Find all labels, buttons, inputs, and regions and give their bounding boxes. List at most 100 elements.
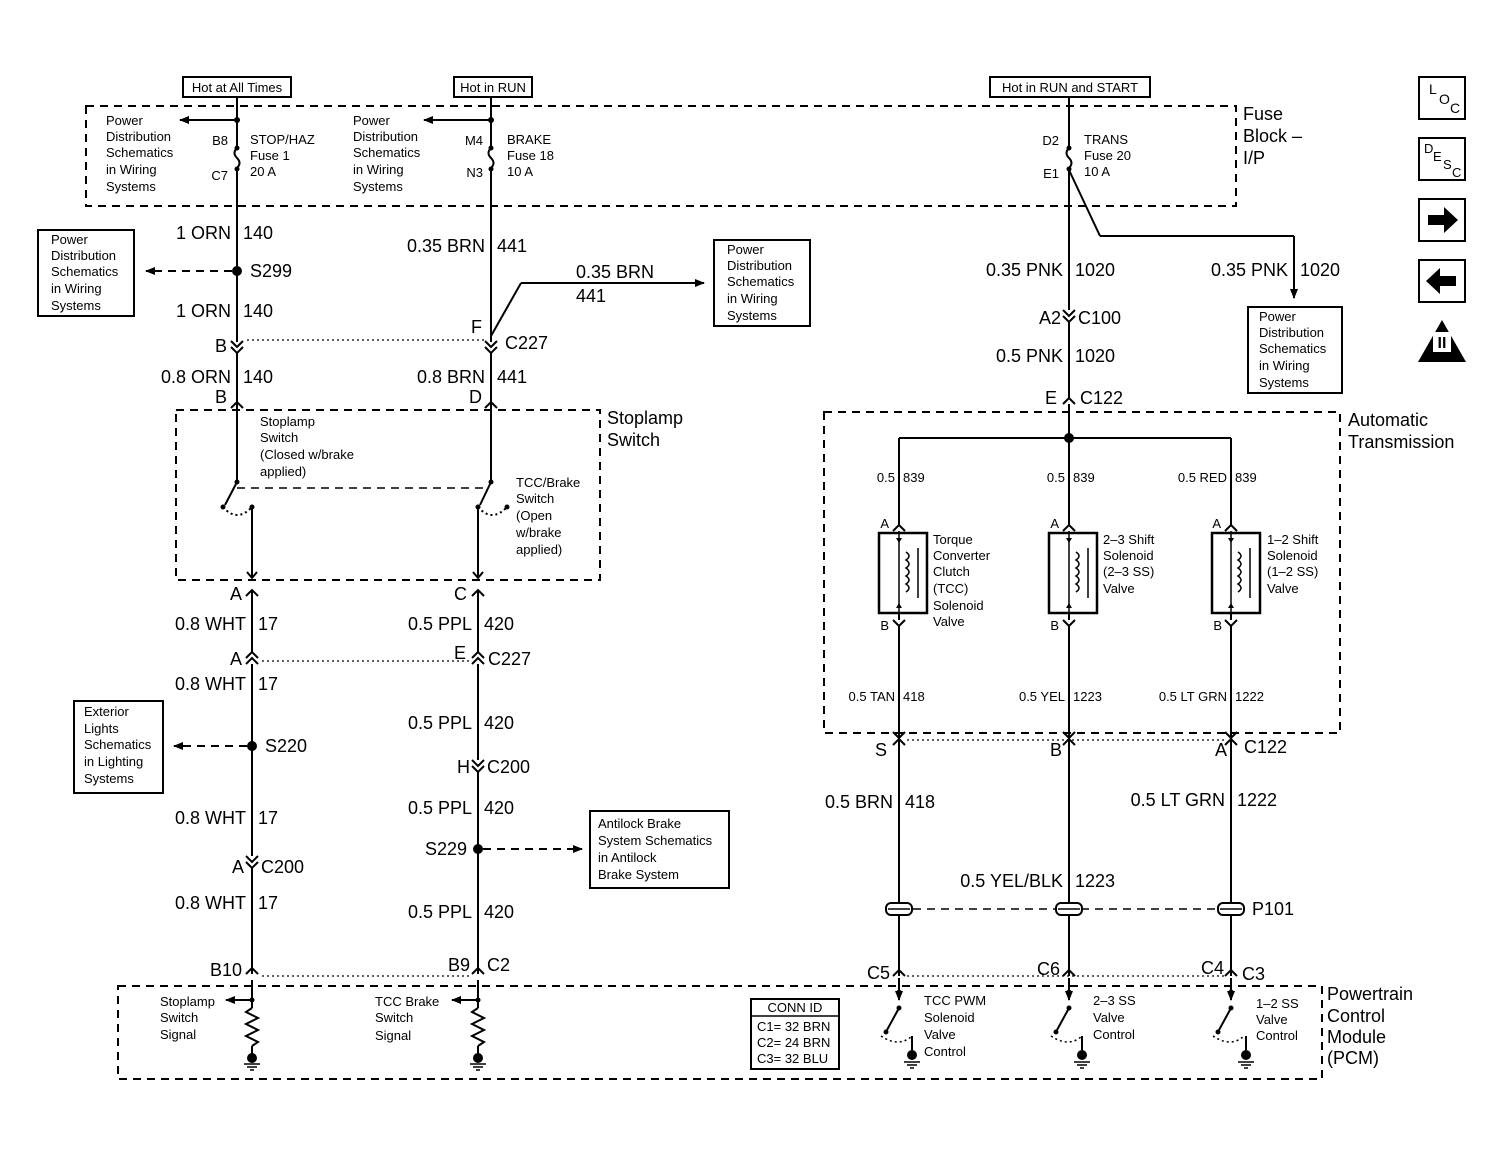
pcm-tcc-brake-input: TCC Brake Switch Signal — [375, 980, 487, 1071]
svg-text:2–3 SS: 2–3 SS — [1093, 993, 1136, 1008]
svg-text:Hot at All Times: Hot at All Times — [192, 80, 283, 95]
trans-input-labels: 0.5 839 0.5 839 0.5 RED 839 — [877, 470, 1257, 485]
svg-text:Schematics: Schematics — [727, 274, 795, 289]
svg-text:A: A — [230, 649, 242, 669]
svg-text:418: 418 — [905, 792, 935, 812]
svg-text:C122: C122 — [1244, 737, 1287, 757]
svg-text:0.5 YEL/BLK: 0.5 YEL/BLK — [960, 871, 1063, 891]
svg-text:I/P: I/P — [1243, 148, 1265, 168]
wire-orn-brn-lower — [236, 353, 492, 402]
svg-text:Power: Power — [106, 113, 144, 128]
svg-text:BRAKE: BRAKE — [507, 132, 551, 147]
svg-text:C5: C5 — [867, 963, 890, 983]
solenoid-tcc: A B Torque Converter Clutch (TCC) Soleno… — [877, 516, 991, 633]
tcc-brake-switch-label: TCC/Brake Switch (Open w/brake applied) — [515, 475, 580, 557]
svg-text:B: B — [215, 336, 227, 356]
svg-text:0.8 WHT: 0.8 WHT — [175, 674, 246, 694]
svg-text:C4: C4 — [1201, 958, 1224, 978]
pcm-connectors-right: C5 C6 C4 C3 — [867, 958, 1265, 984]
svg-text:Clutch: Clutch — [933, 564, 970, 579]
svg-text:applied): applied) — [260, 464, 306, 479]
svg-text:Systems: Systems — [1259, 375, 1309, 390]
svg-text:C7: C7 — [211, 168, 228, 183]
svg-text:(TCC): (TCC) — [933, 581, 968, 596]
svg-text:C1= 32 BRN: C1= 32 BRN — [757, 1019, 830, 1034]
wire-ppl: C 0.5 PPL 420 E C227 0.5 PPL 420 H C200 … — [262, 584, 583, 977]
svg-text:0.35 PNK: 0.35 PNK — [986, 260, 1063, 280]
svg-text:1–2 SS: 1–2 SS — [1256, 996, 1299, 1011]
svg-text:C2: C2 — [487, 955, 510, 975]
previous-page-button[interactable] — [1418, 259, 1466, 303]
wire-orn-labels: 1 ORN 140 1 ORN 140 0.8 ORN 140 — [161, 223, 273, 387]
svg-text:10 A: 10 A — [507, 164, 533, 179]
svg-text:S: S — [1443, 157, 1452, 172]
svg-text:0.8 WHT: 0.8 WHT — [175, 893, 246, 913]
svg-text:Systems: Systems — [727, 308, 777, 323]
svg-text:C227: C227 — [488, 649, 531, 669]
svg-text:Control: Control — [1256, 1028, 1298, 1043]
trans-splice — [1064, 433, 1074, 443]
svg-text:C: C — [454, 584, 467, 604]
svg-text:Powertrain: Powertrain — [1327, 984, 1413, 1004]
svg-text:Fuse 20: Fuse 20 — [1084, 148, 1131, 163]
svg-text:Power: Power — [727, 242, 765, 257]
svg-text:17: 17 — [258, 614, 278, 634]
svg-text:in Wiring: in Wiring — [353, 162, 404, 177]
svg-text:Fuse 18: Fuse 18 — [507, 148, 554, 163]
connector-c227-upper: B F C227 — [215, 317, 548, 356]
svg-text:C200: C200 — [261, 857, 304, 877]
svg-text:Distribution: Distribution — [51, 248, 116, 263]
svg-text:H: H — [457, 757, 470, 777]
svg-text:B: B — [1050, 618, 1059, 633]
svg-text:N3: N3 — [466, 165, 483, 180]
svg-text:B8: B8 — [212, 133, 228, 148]
wire-brn-labels: 0.35 BRN 441 0.8 BRN 441 0.35 BRN 441 — [407, 236, 654, 387]
svg-text:10 A: 10 A — [1084, 164, 1110, 179]
wire-pnk: 0.35 PNK 1020 0.35 PNK 1020 A2 C100 0.5 … — [986, 260, 1340, 408]
frames — [85, 105, 1341, 1080]
svg-text:Lights: Lights — [84, 721, 119, 736]
svg-text:applied): applied) — [516, 542, 562, 557]
trans-output-wires — [892, 626, 1238, 740]
svg-text:TRANS: TRANS — [1084, 132, 1128, 147]
svg-text:1020: 1020 — [1075, 260, 1115, 280]
svg-text:Power: Power — [1259, 309, 1297, 324]
svg-text:II: II — [1438, 335, 1447, 352]
description-button[interactable]: D E S C — [1418, 137, 1466, 181]
svg-text:Module: Module — [1327, 1027, 1386, 1047]
obd-ii-button[interactable]: II OBD II — [1416, 318, 1468, 366]
svg-text:in Wiring: in Wiring — [51, 281, 102, 296]
svg-text:C200: C200 — [487, 757, 530, 777]
svg-text:O: O — [1439, 91, 1450, 107]
svg-text:1222: 1222 — [1235, 689, 1264, 704]
pcm-feed-wires — [898, 739, 1232, 976]
svg-text:Distribution: Distribution — [106, 129, 171, 144]
svg-text:Systems: Systems — [51, 298, 101, 313]
svg-text:in Lighting: in Lighting — [84, 754, 143, 769]
svg-text:E1: E1 — [1043, 166, 1059, 181]
svg-text:Switch: Switch — [375, 1010, 413, 1025]
svg-text:C: C — [1452, 165, 1461, 179]
fuse-dots — [234, 117, 1072, 172]
svg-text:0.5 LT GRN: 0.5 LT GRN — [1159, 689, 1227, 704]
location-button[interactable]: L O C — [1418, 76, 1466, 120]
svg-text:C: C — [1450, 100, 1460, 116]
svg-text:441: 441 — [576, 286, 606, 306]
svg-text:(PCM): (PCM) — [1327, 1048, 1379, 1068]
svg-text:Schematics: Schematics — [1259, 341, 1327, 356]
svg-text:0.8 ORN: 0.8 ORN — [161, 367, 231, 387]
svg-text:L: L — [1429, 81, 1437, 97]
svg-text:E: E — [1433, 149, 1442, 164]
fuse-block-title: Fuse Block – I/P — [1243, 104, 1302, 168]
stoplamp-switch-title: Stoplamp Switch — [607, 408, 683, 450]
svg-text:B: B — [880, 618, 889, 633]
svg-text:839: 839 — [903, 470, 925, 485]
svg-text:C227: C227 — [505, 333, 548, 353]
power-dist-ref-5: Power Distribution Schematics in Wiring … — [1247, 306, 1343, 394]
next-page-button[interactable] — [1418, 198, 1466, 242]
svg-text:F: F — [471, 317, 482, 337]
svg-text:Solenoid: Solenoid — [933, 598, 984, 613]
svg-text:C3: C3 — [1242, 964, 1265, 984]
svg-text:Block –: Block – — [1243, 126, 1302, 146]
